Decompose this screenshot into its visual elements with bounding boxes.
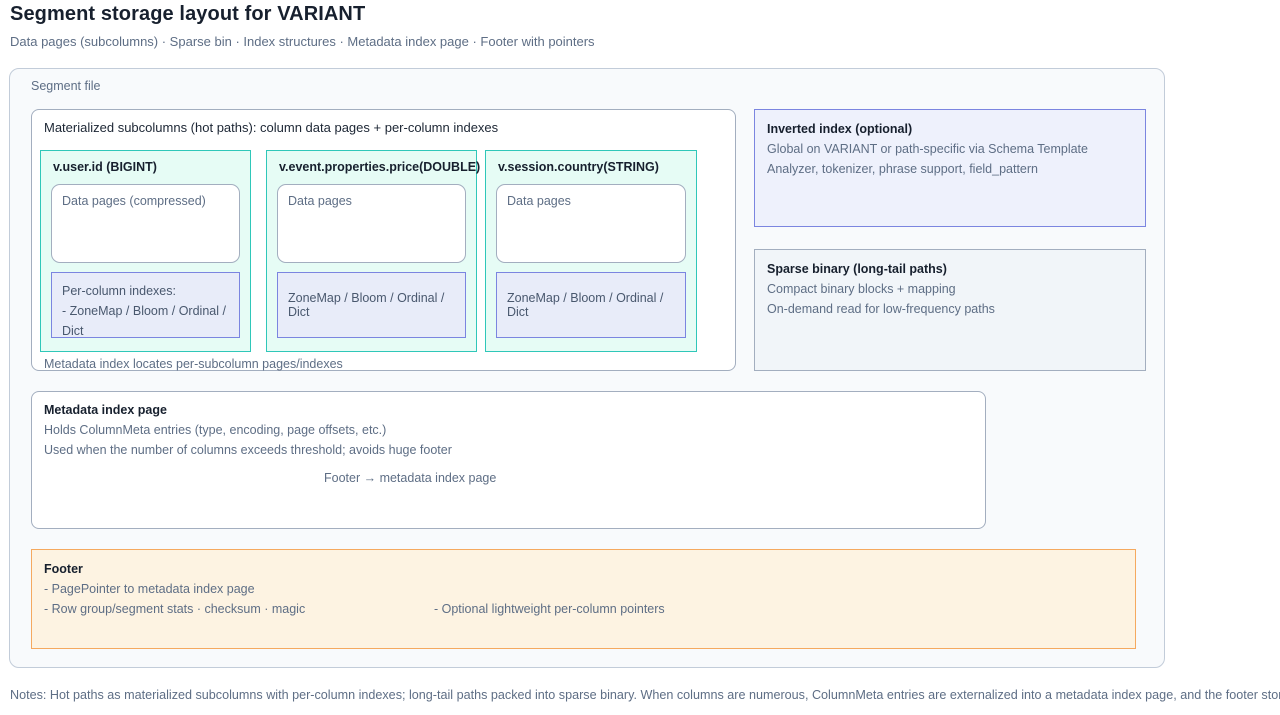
- subcolumn-header: v.event.properties.price(DOUBLE): [279, 160, 481, 174]
- footer-line: - Row group/segment stats · checksum · m…: [44, 602, 306, 616]
- materialized-caption: Metadata index locates per-subcolumn pag…: [44, 357, 343, 371]
- materialized-title: Materialized subcolumns (hot paths): col…: [44, 120, 499, 135]
- data-pages-box: Data pages (compressed): [51, 184, 240, 263]
- per-column-indexes-box: ZoneMap / Bloom / Ordinal / Dict: [277, 272, 466, 338]
- indexes-line: Per-column indexes:: [62, 284, 176, 298]
- materialized-subcolumns-box: Materialized subcolumns (hot paths): col…: [31, 109, 736, 371]
- sparse-binary-line: On-demand read for low-frequency paths: [767, 302, 995, 316]
- footer-title: Footer: [44, 562, 83, 576]
- subcolumn-session-country: v.session.country(STRING) Data pages Zon…: [485, 150, 697, 352]
- page-subtitle: Data pages (subcolumns) · Sparse bin · I…: [10, 34, 595, 49]
- inverted-index-line: Analyzer, tokenizer, phrase support, fie…: [767, 162, 1038, 176]
- segment-file-container: Segment file Materialized subcolumns (ho…: [9, 68, 1165, 668]
- data-pages-box: Data pages: [277, 184, 466, 263]
- metadata-index-page-line: Used when the number of columns exceeds …: [44, 443, 452, 457]
- footer-line: - PagePointer to metadata index page: [44, 582, 255, 596]
- page-title: Segment storage layout for VARIANT: [10, 3, 366, 25]
- sparse-binary-line: Compact binary blocks + mapping: [767, 282, 956, 296]
- indexes-line: - ZoneMap / Bloom / Ordinal / Dict: [62, 304, 226, 338]
- subcolumn-event-price: v.event.properties.price(DOUBLE) Data pa…: [266, 150, 481, 352]
- per-column-indexes-box: Per-column indexes: - ZoneMap / Bloom / …: [51, 272, 240, 338]
- metadata-index-page-box: Metadata index page Holds ColumnMeta ent…: [31, 391, 986, 529]
- inverted-index-title: Inverted index (optional): [767, 122, 913, 136]
- indexes-line: ZoneMap / Bloom / Ordinal / Dict: [288, 291, 445, 319]
- indexes-line: ZoneMap / Bloom / Ordinal / Dict: [507, 291, 664, 319]
- footer-line: - Optional lightweight per-column pointe…: [434, 602, 665, 616]
- data-pages-box: Data pages: [496, 184, 686, 263]
- subcolumn-header: v.session.country(STRING): [498, 160, 659, 174]
- inverted-index-line: Global on VARIANT or path-specific via S…: [767, 142, 1088, 156]
- page-notes: Notes: Hot paths as materialized subcolu…: [10, 688, 1280, 702]
- metadata-index-page-line: Holds ColumnMeta entries (type, encoding…: [44, 423, 387, 437]
- inverted-index-box: Inverted index (optional) Global on VARI…: [754, 109, 1146, 227]
- sparse-binary-title: Sparse binary (long-tail paths): [767, 262, 947, 276]
- sparse-binary-box: Sparse binary (long-tail paths) Compact …: [754, 249, 1146, 371]
- segment-file-label: Segment file: [31, 79, 101, 93]
- footer-pointer-note: Footer → metadata index page: [324, 471, 497, 485]
- footer-box: Footer - PagePointer to metadata index p…: [31, 549, 1136, 649]
- metadata-index-page-title: Metadata index page: [44, 403, 167, 417]
- subcolumn-user-id: v.user.id (BIGINT) Data pages (compresse…: [40, 150, 251, 352]
- per-column-indexes-box: ZoneMap / Bloom / Ordinal / Dict: [496, 272, 686, 338]
- subcolumn-header: v.user.id (BIGINT): [53, 160, 157, 174]
